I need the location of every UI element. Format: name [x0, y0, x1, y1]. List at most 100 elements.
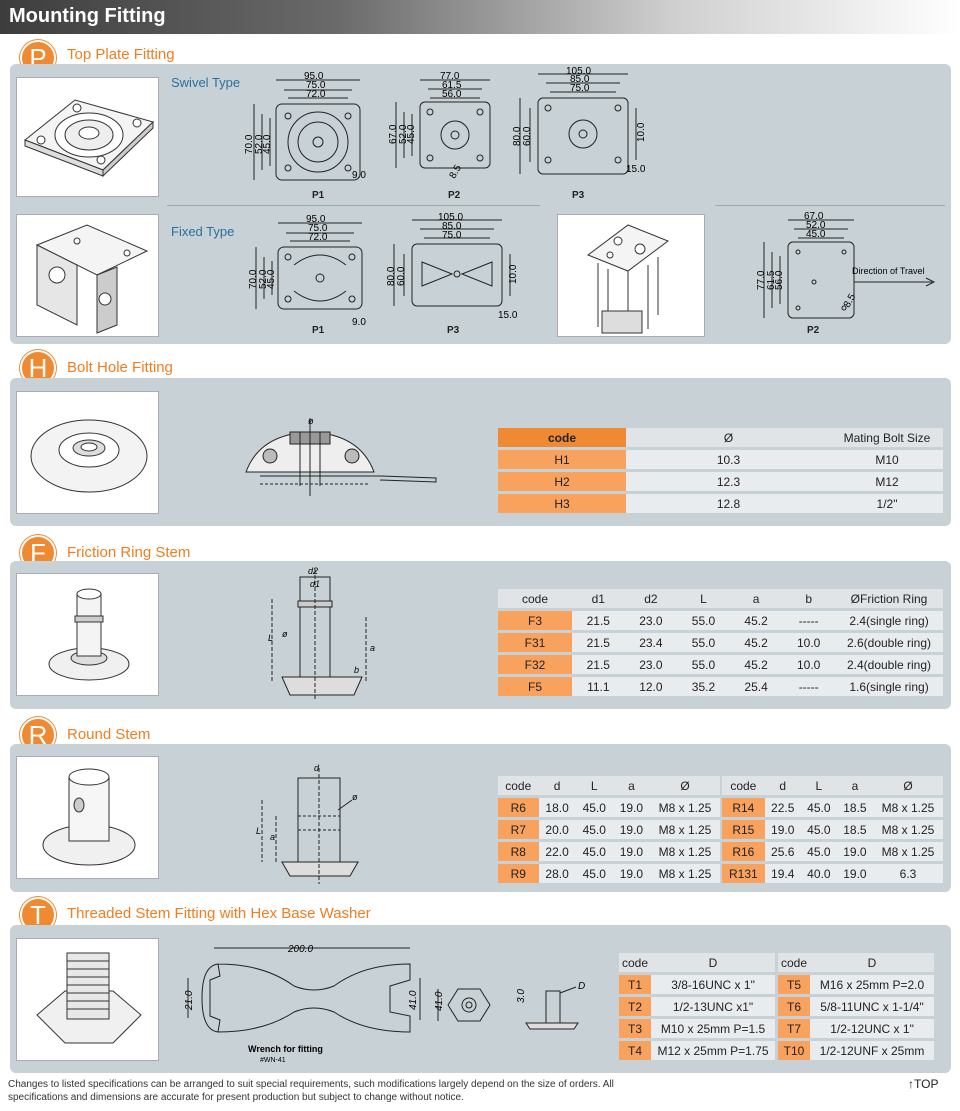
svg-text:52.0: 52.0 [398, 124, 409, 144]
table-cell: d [764, 776, 801, 795]
table-cell: 18.5 [836, 798, 873, 817]
svg-text:8.5: 8.5 [842, 292, 859, 310]
table-cell: T7 [778, 1019, 811, 1038]
table-cell: R16 [722, 842, 765, 861]
svg-text:45.0: 45.0 [266, 269, 277, 289]
svg-text:61.5: 61.5 [766, 270, 777, 290]
table-cell: 45.0 [575, 798, 613, 817]
table-cell: ----- [782, 677, 835, 696]
svg-text:75.0: 75.0 [306, 80, 326, 91]
table-cell: 22.5 [764, 798, 801, 817]
table-cell: 1.6(single ring) [835, 677, 943, 696]
wrench-label: Wrench for fitting [248, 1044, 323, 1054]
svg-text:D: D [578, 981, 585, 992]
svg-text:77.0: 77.0 [756, 270, 767, 290]
table-cell: M8 x 1.25 [873, 842, 943, 861]
svg-text:45.0: 45.0 [262, 134, 273, 154]
table-cell: Ø [650, 776, 720, 795]
svg-text:67.0: 67.0 [388, 124, 399, 144]
table-cell: ----- [782, 611, 835, 630]
table-cell: 23.0 [624, 655, 678, 674]
svg-text:45.0: 45.0 [406, 124, 417, 144]
svg-text:L: L [256, 826, 261, 836]
table-cell: M8 x 1.25 [650, 798, 720, 817]
swivel-plate-photo [16, 77, 159, 197]
svg-text:70.0: 70.0 [244, 134, 255, 154]
table-cell: 45.2 [729, 633, 783, 652]
svg-text:9.0: 9.0 [352, 170, 366, 181]
table-cell: L [575, 776, 613, 795]
svg-text:67.0: 67.0 [804, 212, 824, 222]
table-cell: 1/2" [831, 494, 943, 513]
table-cell: a [729, 589, 783, 608]
table-cell: 45.0 [800, 820, 837, 839]
table-cell: T5 [778, 975, 811, 994]
svg-text:15.0: 15.0 [498, 310, 518, 321]
svg-text:d1: d1 [310, 579, 320, 589]
svg-text:75.0: 75.0 [442, 230, 462, 241]
round-stem-photo [16, 756, 159, 879]
table-cell: 10.0 [782, 655, 835, 674]
svg-text:200.0: 200.0 [287, 944, 313, 955]
fixed-p3-label: P3 [447, 325, 460, 336]
table-cell: a [836, 776, 873, 795]
table-cell: H3 [498, 494, 626, 513]
svg-text:45.0: 45.0 [806, 229, 826, 240]
table-cell: 11.1 [572, 677, 625, 696]
table-cell: 25.6 [764, 842, 801, 861]
table-cell: M8 x 1.25 [650, 864, 720, 883]
table-cell: M8 x 1.25 [873, 798, 943, 817]
fixed-plate-photo [16, 214, 159, 337]
table-cell: T10 [778, 1041, 811, 1060]
table-cell: 45.0 [575, 820, 613, 839]
table-cell: 2.4(single ring) [835, 611, 943, 630]
table-cell: 45.0 [575, 864, 613, 883]
section-t-badge: T [20, 897, 56, 933]
table-cell: T4 [619, 1041, 652, 1060]
direction-of-travel-label: Direction of Travel [852, 266, 925, 276]
table-cell: M10 [831, 450, 943, 469]
top-link[interactable]: ↑TOP [908, 1077, 939, 1091]
table-cell: a [612, 776, 650, 795]
table-cell: 55.0 [677, 611, 730, 630]
table-cell: F31 [498, 633, 572, 652]
svg-text:56.0: 56.0 [774, 270, 785, 290]
svg-text:72.0: 72.0 [306, 89, 326, 100]
table-cell: 19.0 [612, 864, 650, 883]
table-cell: 12.0 [624, 677, 678, 696]
table-cell: b [782, 589, 835, 608]
threaded-stem-photo [16, 938, 159, 1061]
table-cell: 55.0 [677, 655, 730, 674]
fixed-type-label: Fixed Type [171, 224, 235, 239]
table-cell: Ø [873, 776, 943, 795]
table-cell: R7 [498, 820, 539, 839]
section-p-title: Top Plate Fitting [67, 46, 175, 63]
table-cell: 1/2-12UNF x 25mm [810, 1041, 934, 1060]
table-cell: 45.0 [800, 842, 837, 861]
page-title: Mounting Fitting [9, 5, 166, 27]
svg-text:41.0: 41.0 [434, 991, 445, 1011]
table-cell: code [722, 776, 765, 795]
table-cell: 23.0 [624, 611, 678, 630]
svg-text:75.0: 75.0 [308, 223, 328, 234]
svg-text:a: a [370, 643, 375, 653]
